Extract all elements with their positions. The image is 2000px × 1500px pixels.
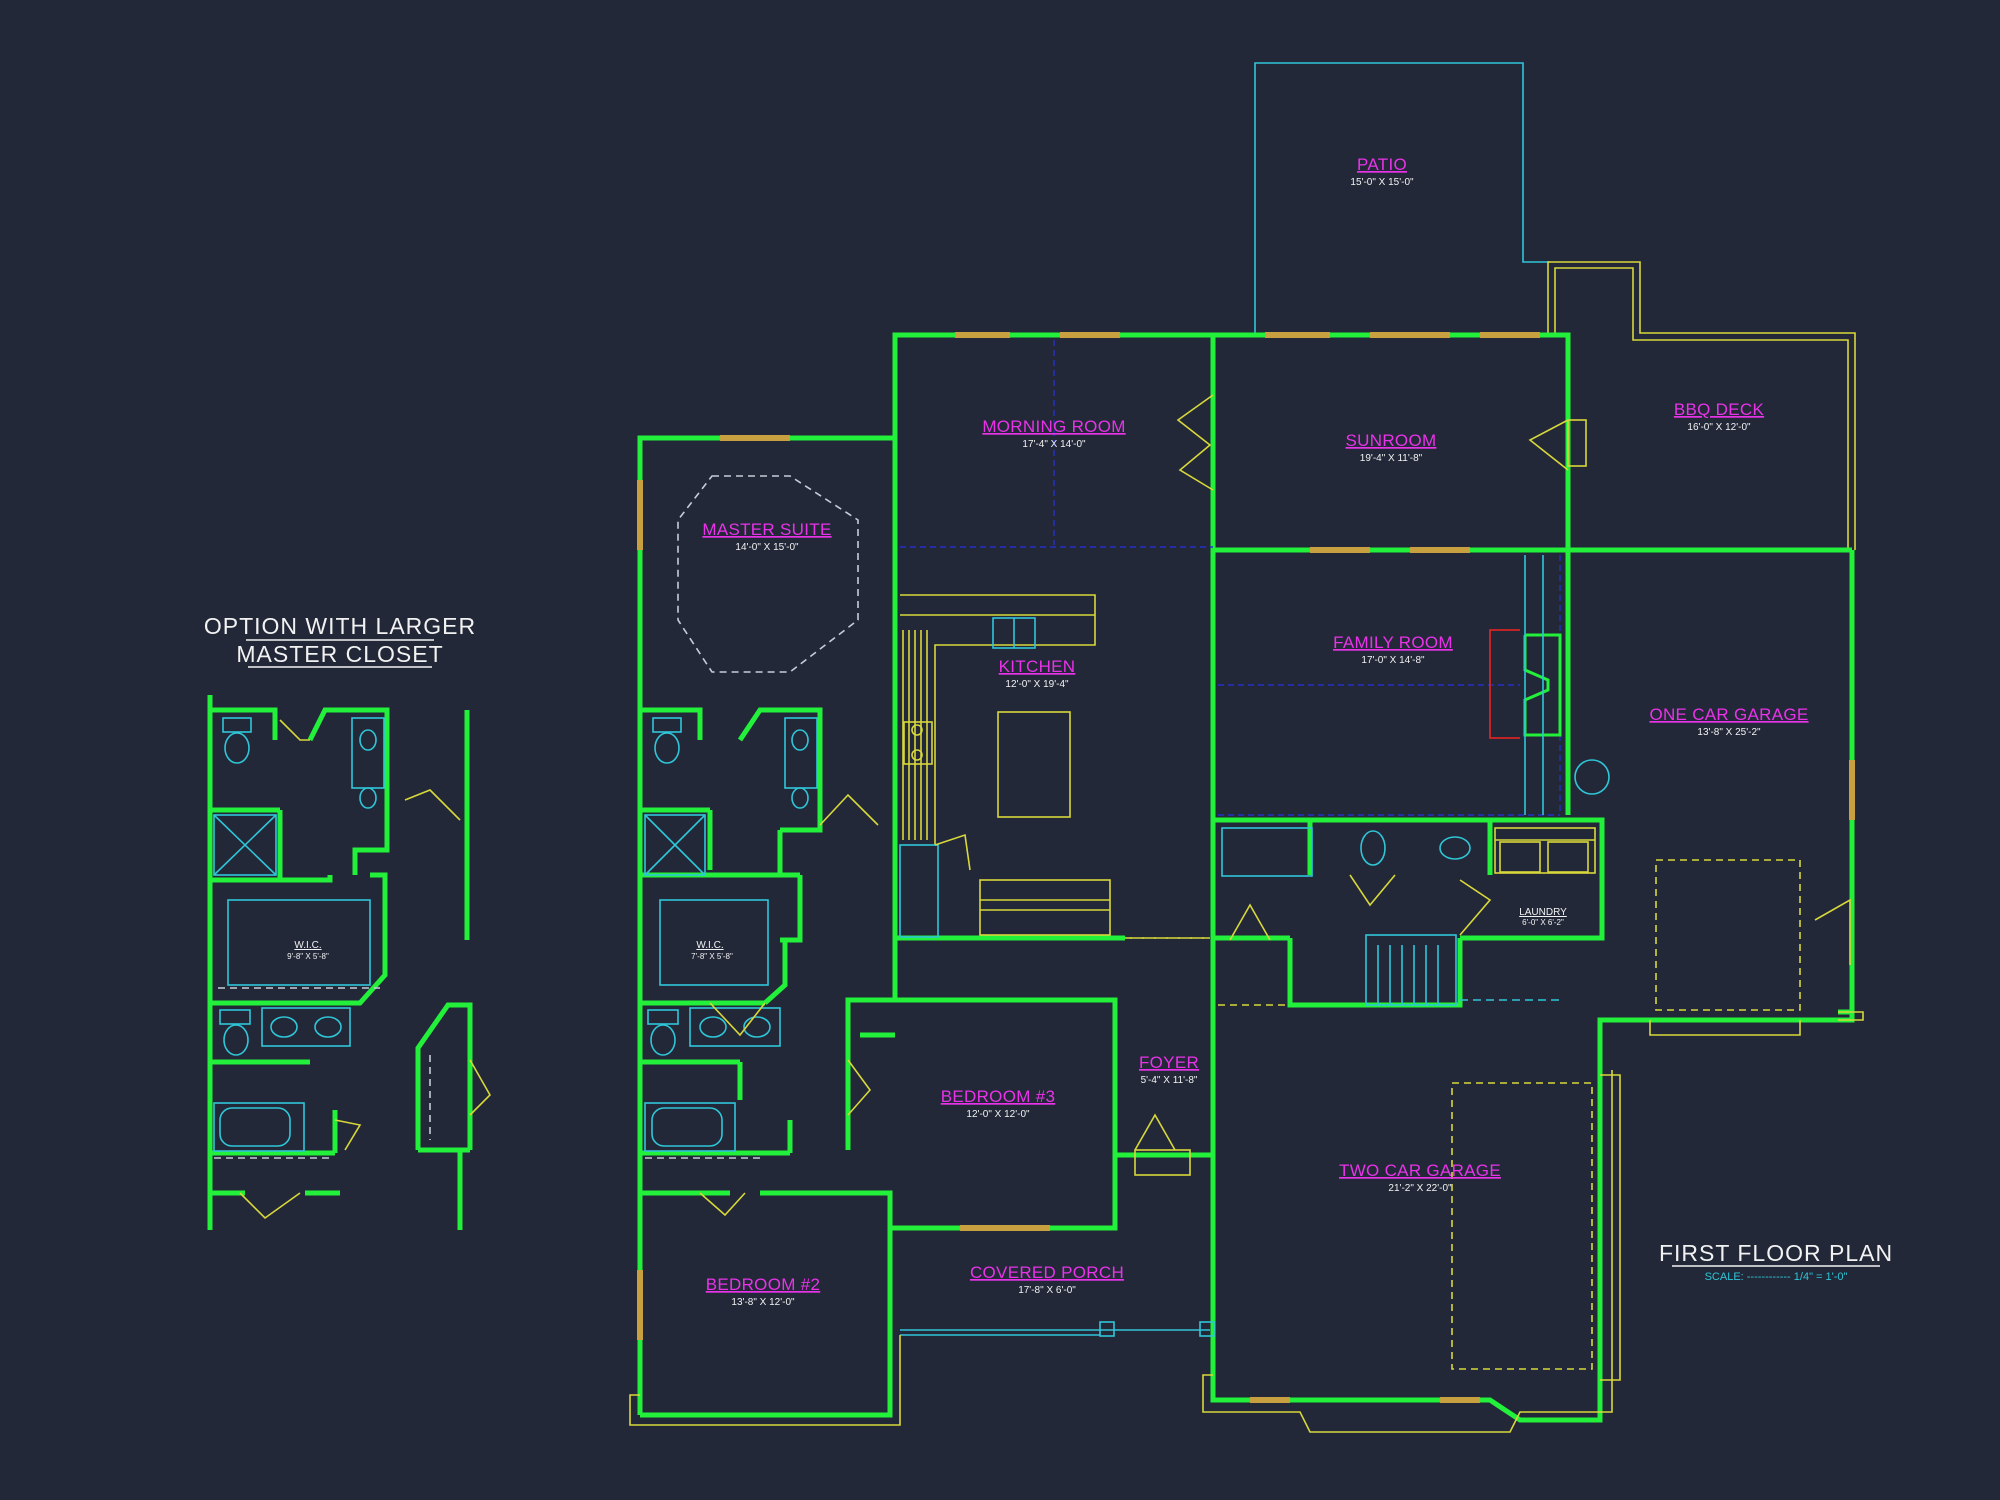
- label-sunroom: SUNROOM: [1346, 431, 1437, 450]
- label-bbq-deck: BBQ DECK: [1674, 400, 1765, 419]
- bath-fixtures: [644, 717, 1471, 1159]
- dims-covered-porch: 17'-8" X 6'-0": [1018, 1285, 1076, 1296]
- option-title-line2: MASTER CLOSET: [236, 641, 443, 667]
- label-bedroom3: BEDROOM #3: [941, 1087, 1055, 1106]
- label-laundry: LAUNDRY: [1519, 907, 1567, 918]
- dims-wic: 7'-8" X 5'-8": [691, 952, 733, 961]
- label-option-wic: W.I.C.: [294, 940, 321, 951]
- dims-foyer: 5'-4" X 11'-8": [1141, 1075, 1198, 1086]
- plan-scale: SCALE: ------------ 1/4" = 1'-0": [1705, 1271, 1848, 1283]
- dims-option-wic: 9'-8" X 5'-8": [287, 952, 329, 961]
- label-two-car-garage: TWO CAR GARAGE: [1339, 1161, 1501, 1180]
- porch-and-foundation: [629, 937, 1864, 1433]
- dims-master-suite: 14'-0" X 15'-0": [735, 542, 799, 553]
- plan-title: FIRST FLOOR PLAN: [1659, 1240, 1893, 1266]
- title-block: FIRST FLOOR PLAN SCALE: ------------ 1/4…: [1659, 1240, 1893, 1283]
- label-one-car-garage: ONE CAR GARAGE: [1649, 705, 1808, 724]
- windows: [637, 332, 1855, 1403]
- kitchen-fixtures: [899, 594, 1596, 938]
- label-patio: PATIO: [1357, 155, 1407, 174]
- dims-sunroom: 19'-4" X 11'-8": [1360, 453, 1423, 464]
- dashed-guides: [677, 340, 1801, 1370]
- dims-bbq-deck: 16'-0" X 12'-0": [1687, 422, 1751, 433]
- label-wic: W.I.C.: [696, 940, 723, 951]
- label-master-suite: MASTER SUITE: [702, 520, 831, 539]
- label-bedroom2: BEDROOM #2: [706, 1275, 820, 1294]
- dims-laundry: 6'-0" X 6'-2": [1522, 918, 1564, 927]
- dims-morning-room: 17'-4" X 14'-0": [1022, 439, 1086, 450]
- label-morning-room: MORNING ROOM: [982, 417, 1125, 436]
- dims-two-car-garage: 21'-2" X 22'-0": [1388, 1183, 1452, 1194]
- patio-outline: [1254, 62, 1550, 333]
- label-kitchen: KITCHEN: [999, 657, 1076, 676]
- dims-one-car-garage: 13'-8" X 25'-2": [1697, 727, 1761, 738]
- label-covered-porch: COVERED PORCH: [970, 1263, 1124, 1282]
- stairs: [1365, 934, 1457, 1006]
- dims-bedroom2: 13'-8" X 12'-0": [731, 1297, 795, 1308]
- option-plan-fixtures: [213, 717, 491, 1220]
- doors: [699, 394, 1851, 1217]
- option-plan-walls: [207, 695, 473, 1230]
- room-labels: PATIO 15'-0" X 15'-0" MORNING ROOM 17'-4…: [287, 155, 1808, 1308]
- bbq-deck-outline: [1547, 261, 1856, 550]
- fireplace: [1489, 555, 1610, 815]
- master-bath-walls: [640, 707, 823, 1156]
- label-foyer: FOYER: [1139, 1053, 1199, 1072]
- dims-kitchen: 12'-0" X 19'-4": [1005, 679, 1069, 690]
- dims-bedroom3: 12'-0" X 12'-0": [966, 1109, 1030, 1120]
- option-title: OPTION WITH LARGER MASTER CLOSET: [204, 613, 476, 668]
- dims-patio: 15'-0" X 15'-0": [1350, 177, 1414, 188]
- label-family-room: FAMILY ROOM: [1333, 633, 1453, 652]
- dims-family-room: 17'-0" X 14'-8": [1361, 655, 1425, 666]
- option-title-line1: OPTION WITH LARGER: [204, 613, 476, 639]
